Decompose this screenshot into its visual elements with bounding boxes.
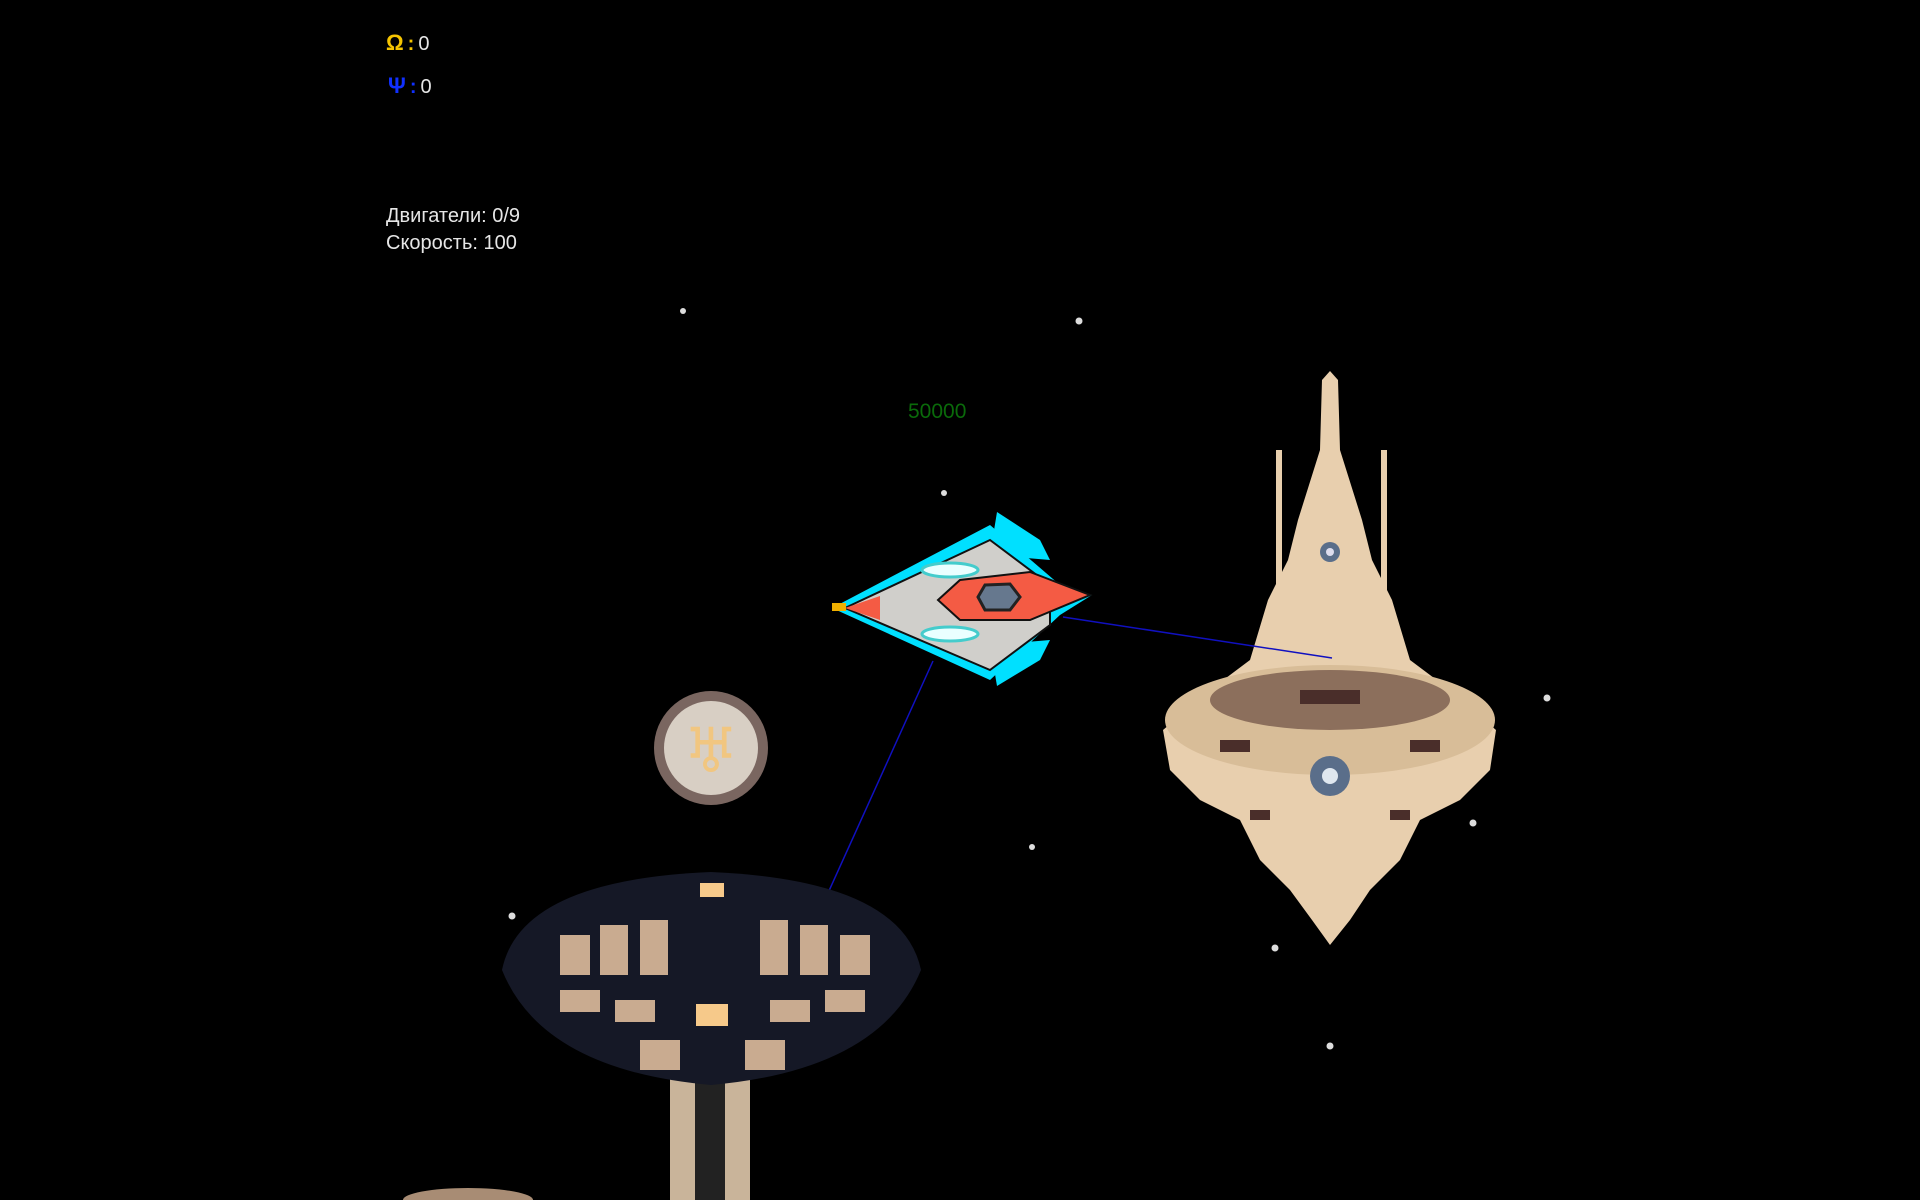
speed-status: Скорость: 100 bbox=[386, 232, 517, 254]
separator: : bbox=[409, 76, 417, 98]
target-distance: 50000 bbox=[908, 400, 967, 423]
space-station-bottom[interactable] bbox=[403, 872, 921, 1200]
psi-value: 0 bbox=[420, 76, 432, 98]
omega-value: 0 bbox=[418, 33, 430, 55]
link-line bbox=[1062, 616, 1333, 659]
bottom-left-object bbox=[403, 1188, 533, 1200]
resource-counter-psi: Ψ:0 bbox=[388, 73, 432, 99]
engines-status: Двигатели: 0/9 bbox=[386, 205, 521, 227]
omega-icon: Ω bbox=[386, 30, 404, 55]
stars bbox=[508, 308, 1551, 1050]
psi-icon: Ψ bbox=[388, 73, 406, 98]
ship-status: Двигатели: 0/9 Скорость: 100 bbox=[386, 203, 520, 257]
player-ship[interactable] bbox=[832, 512, 1093, 686]
separator: : bbox=[407, 33, 415, 55]
resource-counter-omega: Ω:0 bbox=[386, 30, 429, 56]
uranus-emblem-pickup[interactable]: ♅ bbox=[654, 691, 768, 805]
svg-text:♅: ♅ bbox=[683, 714, 739, 787]
